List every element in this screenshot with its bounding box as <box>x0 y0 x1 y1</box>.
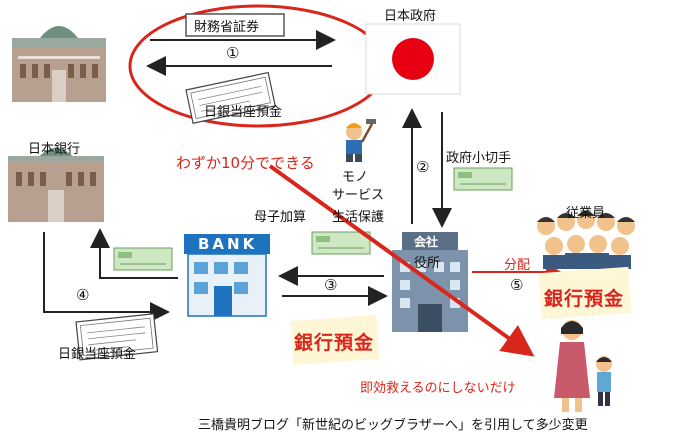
arrow-4-out <box>43 232 170 322</box>
japan-flag-icon <box>365 23 461 95</box>
check-left-icon <box>113 247 173 271</box>
boj-building-top-icon <box>12 26 106 102</box>
deposit-bundle-bottom-icon <box>75 313 159 361</box>
employees-icon <box>537 211 635 269</box>
arrow-4-in <box>90 228 178 279</box>
goods-label: モノ <box>342 170 369 185</box>
deposit-note-center-bg <box>290 315 380 365</box>
boj-deposit-top-label: 日銀当座預金 <box>204 105 283 120</box>
worker-icon <box>346 119 376 162</box>
ten-min-label: わずか10分でできる <box>176 154 315 172</box>
single-parent-label: 母子加算 <box>254 210 307 225</box>
gov-check-icon <box>453 167 513 191</box>
company-sign-label: 会社 <box>414 235 439 249</box>
step-1-label: ① <box>226 44 240 62</box>
step-3-label: ③ <box>324 276 338 294</box>
bank-deposit-center-label: 銀行預金 <box>294 332 375 354</box>
service-label: サービス <box>332 188 385 203</box>
bank-deposit-right-label: 銀行預金 <box>544 288 625 310</box>
distribute-label: 分配 <box>504 258 531 273</box>
boj-building-icon <box>8 148 104 222</box>
big-red-arrow <box>268 164 535 357</box>
deposit-bundle-top-icon <box>185 71 276 124</box>
gov-check-label: 政府小切手 <box>446 151 512 166</box>
bond-box <box>185 13 285 37</box>
boj-deposit-bottom-label: 日銀当座預金 <box>58 347 137 362</box>
step-5-label: ⑤ <box>510 276 524 294</box>
not-doing-label: 即効救えるのにしないだけ <box>360 381 516 396</box>
ministry-label: 役所 <box>414 256 441 271</box>
bank-building-icon <box>184 234 270 317</box>
boj-label: 日本銀行 <box>28 142 81 157</box>
step-2-label: ② <box>416 158 430 176</box>
bank-sign-label: BANK <box>198 235 258 253</box>
check-middle-icon <box>311 231 371 255</box>
employees-label: 従業員 <box>566 206 606 221</box>
credit-caption: 三橋貴明ブログ「新世紀のビッグブラザーへ」を引用して多少変更 <box>198 418 588 433</box>
government-label: 日本政府 <box>384 9 437 24</box>
bond-label: 財務省証券 <box>194 20 260 35</box>
welfare-label: 生活保護 <box>332 210 385 225</box>
mother-child-icon <box>554 320 612 412</box>
step-4-label: ④ <box>76 286 90 304</box>
deposit-note-right-bg <box>538 266 632 320</box>
